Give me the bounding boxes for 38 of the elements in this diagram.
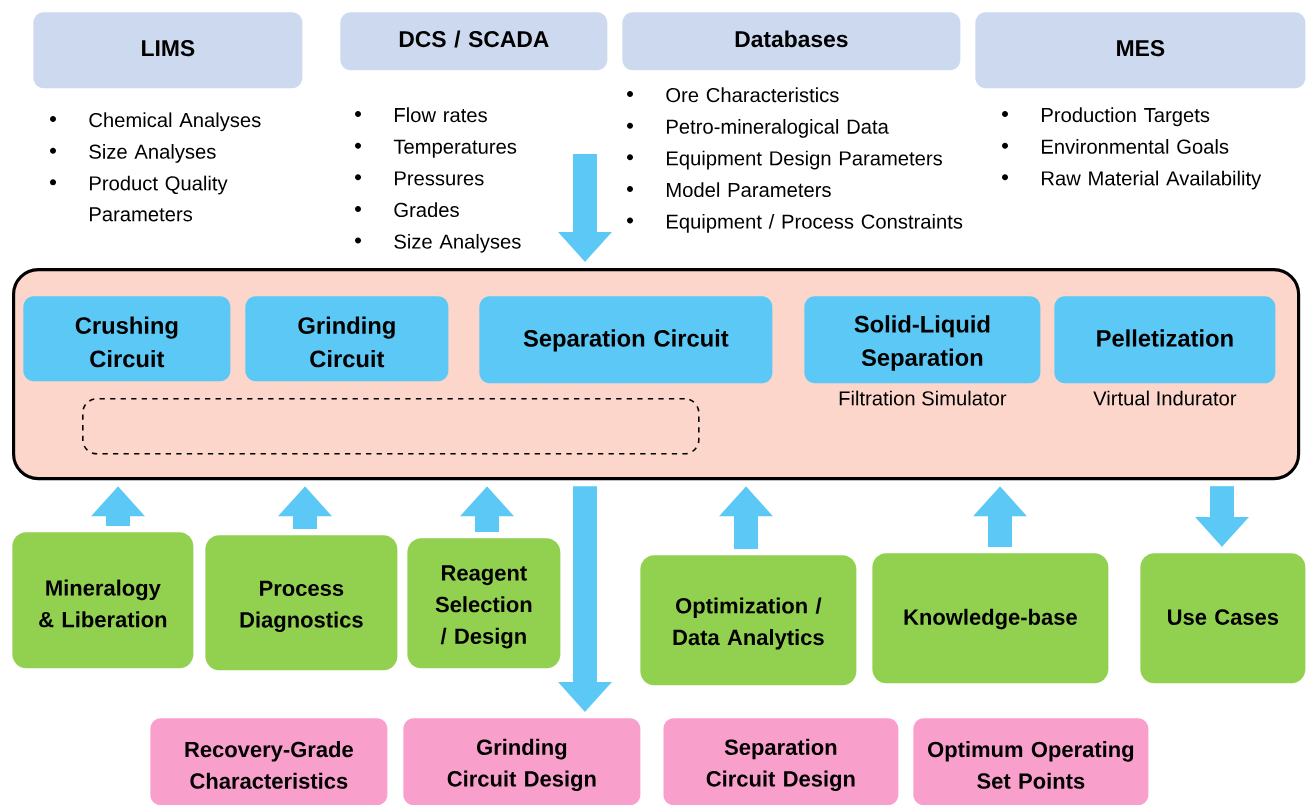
source-box: DCS / SCADA [340,12,608,71]
list-item: Environmental Goals [1042,139,1229,154]
tool-caption: Virtual Indurator [1093,390,1237,406]
module-box: Use Cases [1140,553,1306,684]
source-box: Databases [622,12,961,71]
tool-caption: Filtration Simulator [839,390,1007,406]
list-item: Petro-mineralogical Data [667,119,889,138]
module-box: Knowledge-base [872,553,1109,684]
list-item: Ore Characteristics [666,87,839,103]
list-item: Size Analyses [394,233,521,253]
list-item: Flow rates [395,107,487,123]
source-box: LIMS [33,12,303,89]
circuit-box: Grinding Circuit [245,296,449,382]
outcome-box: Grinding Circuit Design [403,718,641,805]
outcome-box: Optimum Operating Set Points [913,718,1149,805]
list-item: Pressures [395,171,484,186]
dashed-group-box [82,398,700,455]
list-item: Raw Material Availability [1042,170,1262,190]
list-item: Production Targets [1042,107,1210,127]
module-box: Optimization / Data Analytics [640,555,857,686]
list-item: Grades [394,202,459,218]
outcome-box: Separation Circuit Design [663,718,899,805]
list-item: Equipment / Process Constraints [667,213,963,233]
list-item: Chemical Analyses [89,112,261,132]
circuit-box: Crushing Circuit [23,296,231,382]
circuit-box: Pelletization [1054,296,1276,384]
circuit-box: Separation Circuit [479,296,773,384]
module-box: Mineralogy & Liberation [12,532,194,669]
source-box: MES [975,12,1306,89]
list-item: Temperatures [393,139,517,158]
list-item: Product Quality Parameters [90,175,228,222]
outcome-box: Recovery-Grade Characteristics [150,718,388,805]
list-item: Model Parameters [667,182,831,198]
module-box: Reagent Selection / Design [407,538,561,669]
module-box: Process Diagnostics [205,535,398,671]
circuit-box: Solid-Liquid Separation [804,296,1041,384]
list-item: Equipment Design Parameters [667,150,942,170]
list-item: Size Analyses [89,144,216,163]
